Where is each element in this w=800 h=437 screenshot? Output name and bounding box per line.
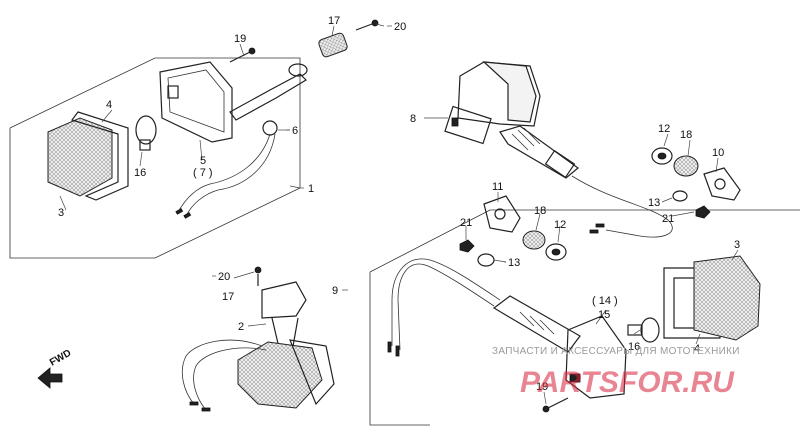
callout-3: 3: [734, 239, 740, 251]
nut-21-mid: [459, 239, 475, 253]
rear-left-wiring: [181, 339, 267, 412]
rubber-12-mid: [545, 243, 567, 261]
rear-right-wiring: [387, 258, 501, 357]
washer-13-top: [672, 190, 688, 202]
callout-9: 9: [332, 285, 338, 297]
callout-16: 16: [134, 167, 146, 179]
callouts: 1 2 3 3 4 4 5 ( 7 ) 6 8 9 10 11 12 12 13…: [58, 15, 740, 393]
callout-1: 1: [308, 183, 314, 195]
callout-12: 12: [554, 219, 566, 231]
callout-3: 3: [58, 207, 64, 219]
callout-14: ( 14 ): [592, 295, 618, 307]
callout-11: 11: [492, 181, 503, 193]
callout-19: 19: [536, 381, 548, 393]
callout-17: 17: [222, 291, 234, 303]
fwd-arrow-icon: [37, 367, 63, 389]
callout-4: 4: [694, 343, 700, 355]
callout-10: 10: [712, 147, 724, 159]
rear-right-bulb: [627, 317, 660, 343]
callout-dashes: [212, 25, 506, 277]
screw-19-lower: [542, 397, 569, 413]
rear-right-lens: [693, 255, 761, 341]
callout-18: 18: [534, 205, 546, 217]
nut-21-top: [695, 205, 711, 219]
callout-12: 12: [658, 123, 670, 135]
fwd-label: FWD: [48, 348, 73, 369]
callout-21: 21: [460, 217, 472, 229]
front-left-wiring: [175, 133, 276, 219]
callout-20: 20: [218, 271, 230, 283]
front-right-wiring: [571, 175, 673, 238]
rubber-12-top: [651, 147, 673, 165]
watermark-subtitle: ЗАПЧАСТИ И АКСЕССУАРЫ ДЛЯ МОТОТЕХНИКИ: [492, 346, 740, 357]
callout-21: 21: [662, 213, 674, 225]
front-left-housing: [159, 61, 233, 143]
callout-16: 16: [628, 341, 640, 353]
screw-20-lower: [254, 266, 262, 286]
leader-lines: [59, 23, 739, 405]
bracket-10: [703, 167, 741, 201]
callout-13: 13: [508, 257, 520, 269]
washer-13-mid: [477, 253, 495, 267]
callout-13: 13: [648, 197, 660, 209]
callout-18: 18: [680, 129, 692, 141]
callout-8: 8: [410, 113, 416, 125]
rear-left-lens: [237, 339, 335, 409]
callout-15: 15: [598, 309, 610, 321]
nut-18-mid: [522, 230, 546, 250]
watermark-logo: PARTSFOR.RU: [520, 366, 735, 399]
front-right-housing: [444, 61, 541, 145]
front-left-bulb: [135, 115, 157, 151]
callout-2: 2: [238, 321, 244, 333]
front-left-lens: [47, 117, 113, 197]
front-left-gasket: [71, 111, 129, 201]
bracket-11: [483, 195, 521, 233]
callout-6: 6: [292, 125, 298, 137]
screw-20-top: [355, 19, 379, 31]
rear-right-stem: [492, 295, 581, 353]
callout-20: 20: [394, 21, 406, 33]
nut-18-top: [673, 155, 699, 177]
callout-5: 5: [200, 155, 206, 167]
front-left-screw: [229, 47, 256, 63]
callout-19: 19: [234, 33, 246, 45]
front-right-stem: [499, 125, 579, 179]
spacer-17: [318, 32, 348, 58]
callout-4: 4: [106, 99, 112, 111]
callout-7: ( 7 ): [193, 167, 213, 179]
callout-17: 17: [328, 15, 340, 27]
